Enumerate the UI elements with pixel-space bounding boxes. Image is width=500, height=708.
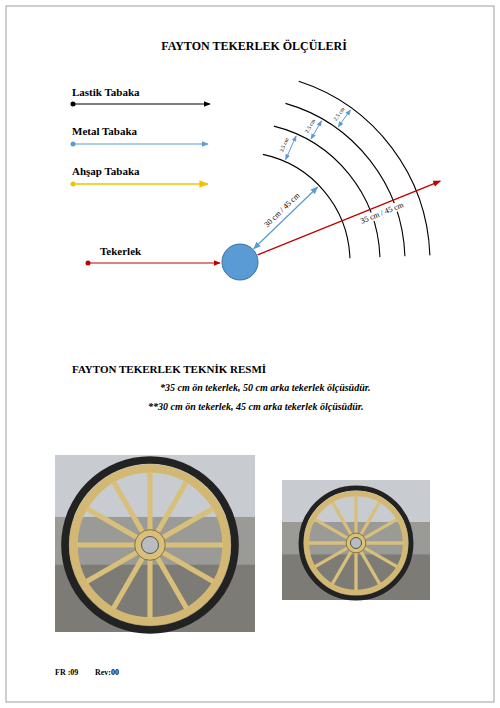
wooden-rim [74, 469, 227, 622]
spoke [87, 551, 140, 582]
rubber-tyre [301, 488, 411, 598]
spoke [113, 482, 144, 535]
spoke [364, 541, 404, 544]
spoke [354, 496, 357, 536]
dimension-label: 30 cm / 45 cm [262, 190, 303, 230]
legend-label: Lastik Tabaka [72, 86, 140, 99]
wheel-hub-wood [346, 533, 366, 553]
footer-code: Rev:00 [95, 668, 119, 677]
spoke [315, 547, 349, 567]
legend-samples [71, 102, 221, 266]
spoke [147, 472, 152, 533]
layer-arc [299, 81, 430, 255]
spoke [162, 542, 223, 547]
spoke [77, 542, 138, 547]
note: **30 cm ön tekerlek, 45 cm arka tekerlek… [148, 401, 364, 413]
photo-ground [282, 480, 430, 600]
wheel-hub [222, 244, 258, 280]
legend-label: Ahşap Tabaka [72, 165, 140, 178]
spoke [363, 519, 397, 539]
footer-code: FR :09 [55, 668, 78, 677]
dimension-label: 2.5 cm [331, 106, 346, 123]
radius-arrow [254, 187, 318, 249]
page-frame [6, 6, 494, 702]
spoke [332, 502, 352, 536]
layer-arc [274, 126, 380, 257]
spoke [309, 541, 349, 544]
wheel-dimension-figure [222, 81, 440, 280]
axle-cap [142, 537, 159, 554]
spoke [354, 551, 357, 591]
layer-arc [285, 103, 404, 256]
axle-cap [351, 538, 362, 549]
spoke [147, 557, 152, 618]
wooden-rim [307, 494, 406, 593]
photo-ground [55, 455, 255, 632]
rubber-tyre [65, 460, 235, 630]
section-heading: FAYTON TEKERLEK TEKNİK RESMİ [72, 363, 266, 376]
page-title: FAYTON TEKERLEK ÖLÇÜLERİ [4, 40, 500, 54]
spoke [360, 550, 380, 584]
layer-arc [263, 154, 350, 258]
legend-label: Metal Tabaka [72, 125, 137, 138]
note: *35 cm ön tekerlek, 50 cm arka tekerlek … [160, 382, 371, 394]
spoke [160, 508, 213, 539]
wheel-hub-wood [135, 530, 166, 561]
spoke [156, 555, 187, 608]
wheel-photos [55, 455, 430, 632]
legend-label: Tekerlek [100, 245, 141, 258]
